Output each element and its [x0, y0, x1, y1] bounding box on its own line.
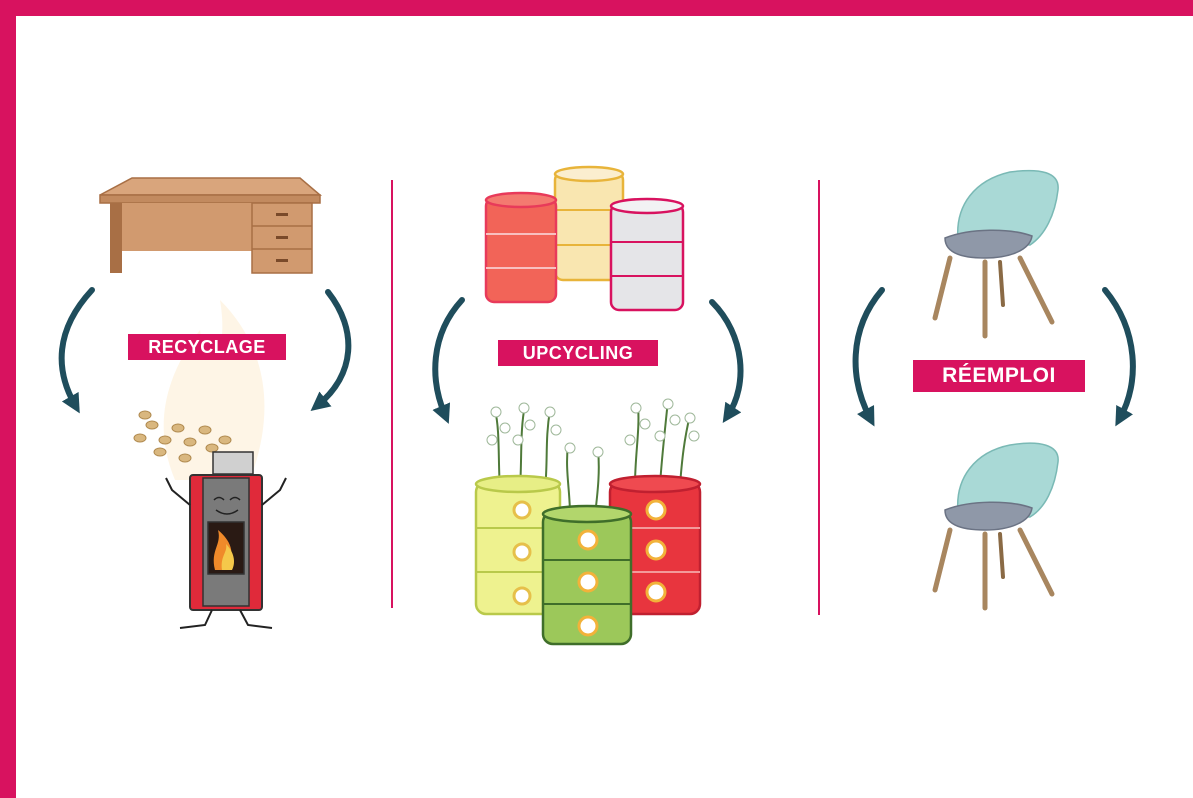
arrow-left-down-icon: [852, 287, 885, 427]
barrels-icon: [484, 165, 685, 312]
arrow-left-down-icon: [432, 297, 465, 424]
arrow-right-down-icon: [709, 299, 744, 423]
label-upcycling: UPCYCLING: [498, 340, 658, 366]
planter-barrels-icon: [474, 474, 702, 646]
arrow-right-down-icon: [1102, 287, 1136, 427]
arrow-left-down-icon: [58, 287, 95, 414]
pellet-stove-icon: [165, 451, 287, 629]
frame-top-border: [0, 0, 1193, 16]
desk-icon: [99, 177, 323, 274]
chair-icon: [932, 442, 1059, 611]
frame-left-border: [0, 0, 16, 798]
chair-icon: [932, 169, 1059, 339]
lily-flowers-icon: [486, 398, 700, 458]
label-reemploi: RÉEMPLOI: [913, 360, 1085, 392]
arrow-right-down-icon: [310, 289, 352, 412]
label-recyclage: RECYCLAGE: [128, 334, 286, 360]
